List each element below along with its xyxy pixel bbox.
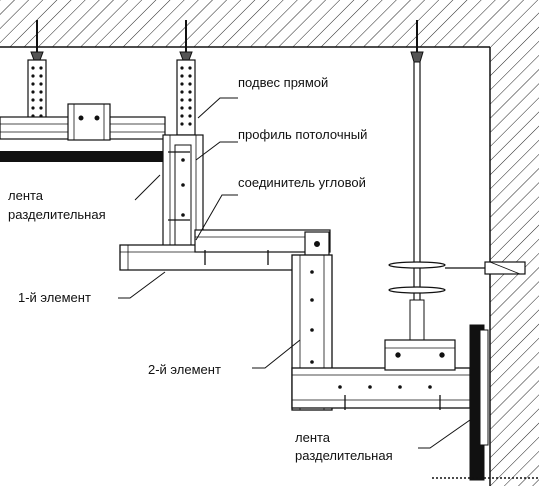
wall-anchor [445,261,526,275]
screws [168,151,441,410]
label-hanger-direct: подвес прямой [238,75,329,90]
ceiling-profile-left [0,103,166,141]
label-tape-left-1: лента [8,188,44,203]
hanger-middle [176,20,196,136]
label-ceiling-profile: профиль потолочный [238,127,368,142]
label-corner-connector: соединитель угловой [238,175,366,190]
leader-lines [118,97,471,449]
corner-connector [194,229,331,257]
ceiling-slab [0,0,539,48]
label-tape-left-2: разделительная [8,207,106,222]
ceiling-profile-right [384,339,456,371]
threaded-rod-hanger [388,20,446,346]
tape-right [469,324,489,481]
label-tape-right-2: разделительная [295,448,393,463]
drywall-left [0,151,165,162]
element-2-bottom [291,367,471,409]
hanger-left [27,20,47,136]
label-tape-right-1: лента [295,430,331,445]
label-element-1: 1-й элемент [18,290,91,305]
label-element-2: 2-й элемент [148,362,221,377]
